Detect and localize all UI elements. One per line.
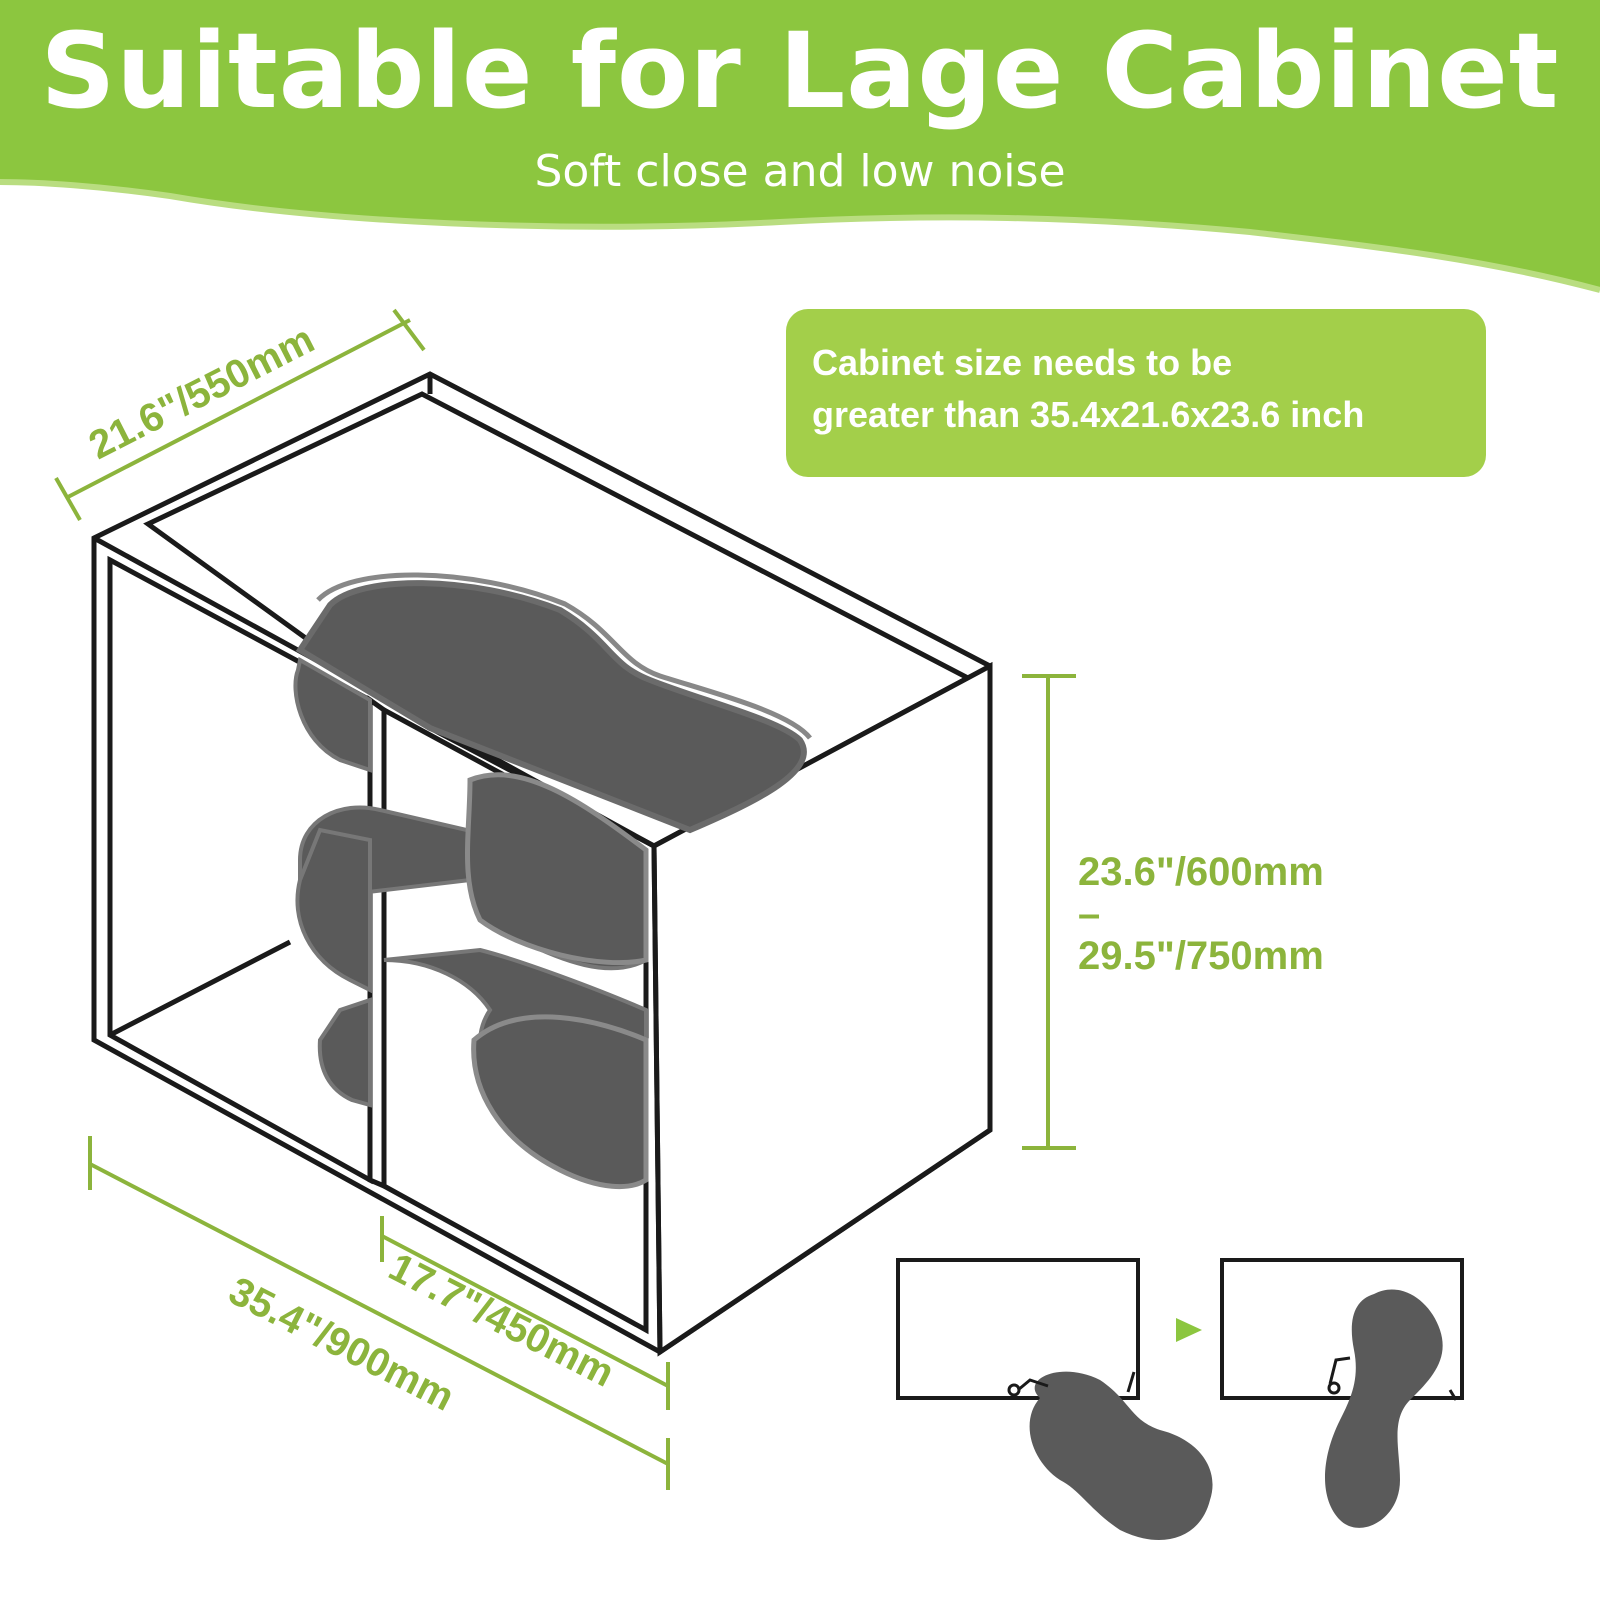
note-line-2: greater than 35.4x21.6x23.6 inch xyxy=(812,394,1365,435)
hinge-detail xyxy=(1017,1371,1136,1393)
page-subtitle: Soft close and low noise xyxy=(534,146,1066,197)
header-wave xyxy=(0,0,1600,290)
height-dash: – xyxy=(1078,892,1101,936)
page-title: Suitable for Lage Cabinet xyxy=(40,10,1560,132)
height-max-label: 29.5"/750mm xyxy=(1078,934,1324,978)
cabinet-size-note: Cabinet size needs to be greater than 35… xyxy=(786,309,1486,477)
top-shelf-rim xyxy=(316,572,812,740)
shelf-out-shape xyxy=(1029,1371,1213,1540)
height-dimension-line xyxy=(1022,674,1076,1150)
header-band xyxy=(0,0,1600,293)
top-shelf xyxy=(295,580,807,834)
middle-shelf-left xyxy=(293,656,372,773)
width-dimension-lines xyxy=(88,1136,670,1490)
height-min-label: 23.6"/600mm xyxy=(1078,850,1324,894)
middle-shelf-right xyxy=(465,772,649,966)
depth-dimension-line xyxy=(54,308,426,521)
height-range-label: 23.6"/600mm – 29.5"/750mm xyxy=(1078,845,1324,983)
rotation-illustration-after xyxy=(1220,1258,1464,1528)
header-wave-shadow xyxy=(0,179,1600,293)
note-line-1: Cabinet size needs to be xyxy=(812,342,1233,383)
shelf-in-shape xyxy=(1325,1289,1443,1528)
right-triangle-arrow-icon xyxy=(1176,1318,1202,1342)
hinge-detail-after xyxy=(1328,1356,1458,1401)
bottom-shelf-left xyxy=(295,827,372,994)
rotation-illustration-before xyxy=(896,1258,1213,1540)
lower-left-shelf xyxy=(317,997,372,1108)
bottom-shelf-lower xyxy=(471,1014,649,1190)
shelves xyxy=(293,572,812,1190)
